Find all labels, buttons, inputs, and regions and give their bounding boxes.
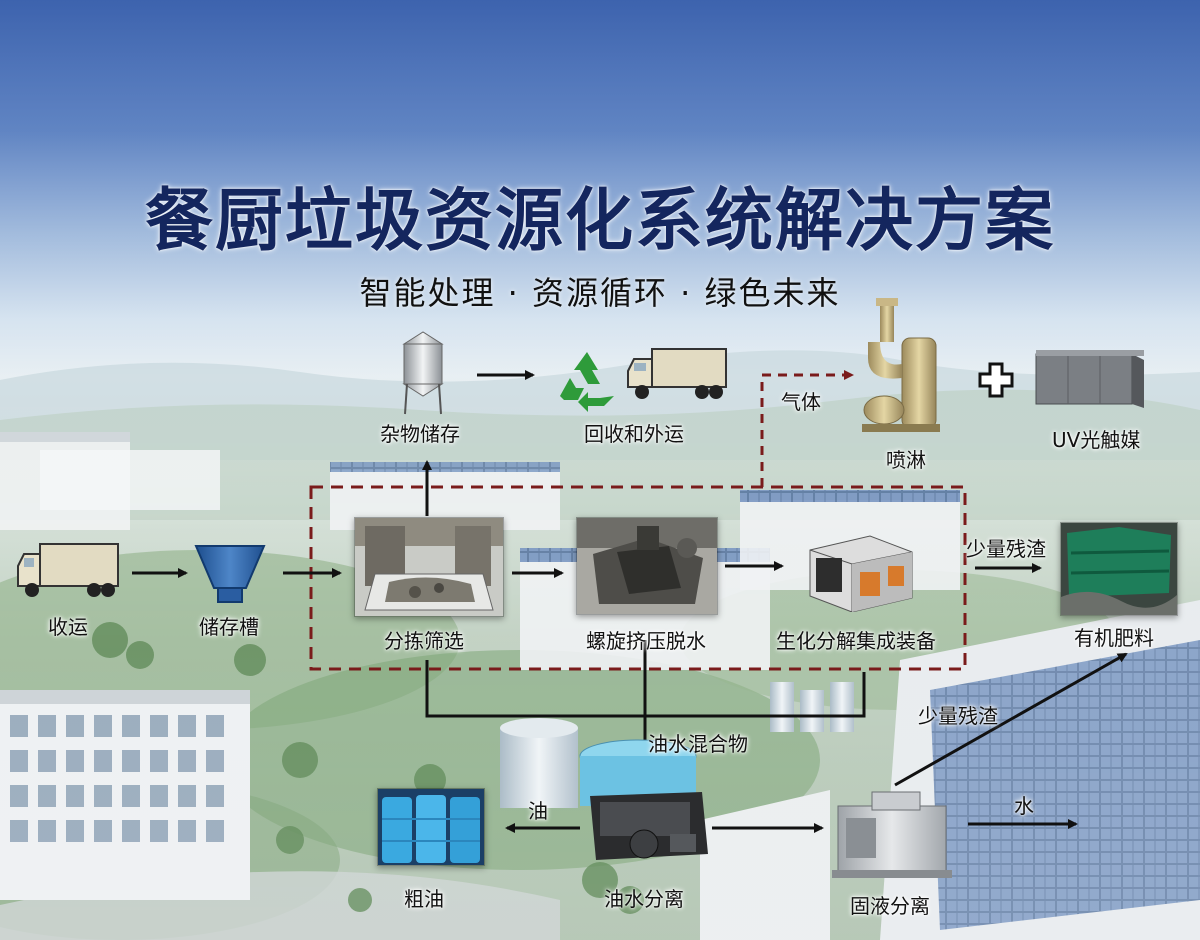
node-screw-press: 螺旋挤压脱水	[586, 629, 706, 653]
page-subtitle: 智能处理 · 资源循环 · 绿色未来	[359, 274, 841, 312]
edge-label-residue-top: 少量残渣	[966, 537, 1046, 561]
node-bio-equipment: 生化分解集成装备	[776, 629, 936, 653]
node-solid-liquid-separation: 固液分离	[850, 894, 930, 918]
node-storage-tank: 储存槽	[199, 615, 259, 639]
node-uv-catalyst: UV光触媒	[1052, 428, 1141, 452]
screw-press-photo	[576, 517, 718, 615]
collection-truck-icon	[17, 543, 119, 597]
organic-fertilizer-photo	[1060, 522, 1178, 616]
node-recycle-transport: 回收和外运	[584, 422, 684, 446]
sundries-storage-tank-icon	[402, 331, 444, 415]
uv-catalyst-cabinet-icon	[1035, 350, 1144, 408]
solid-liquid-separator-icon	[832, 791, 952, 878]
node-oil-water-separation: 油水分离	[604, 887, 684, 911]
page-title: 餐厨垃圾资源化系统解决方案	[144, 182, 1055, 261]
gas-flow-path	[760, 370, 854, 487]
edge-label-water: 水	[1014, 794, 1034, 818]
recycle-icon	[560, 352, 614, 412]
edge-label-oil-water-mixture: 油水混合物	[648, 732, 748, 756]
node-sorting: 分拣筛选	[384, 629, 464, 653]
storage-hopper-icon	[194, 545, 266, 603]
node-sundries-storage: 杂物储存	[380, 422, 460, 446]
crude-oil-barrels-photo	[377, 788, 485, 866]
recycling-truck-icon	[627, 348, 727, 399]
edge-label-residue-bottom: 少量残渣	[918, 704, 998, 728]
node-crude-oil: 粗油	[404, 887, 444, 911]
oil-water-separator-icon	[579, 739, 708, 860]
plus-icon	[978, 362, 1014, 398]
node-spray: 喷淋	[886, 448, 926, 472]
edge-label-oil: 油	[528, 799, 548, 823]
arrow-residue-to-fertilizer	[894, 652, 1128, 787]
edge-label-gas: 气体	[781, 390, 821, 414]
node-collect: 收运	[48, 615, 88, 639]
sorting-equipment-photo	[354, 517, 504, 617]
spray-tower-icon	[862, 298, 940, 432]
bio-decomposition-equipment-icon	[809, 535, 913, 612]
node-organic-fertilizer: 有机肥料	[1074, 626, 1154, 650]
processing-boundary-box	[309, 485, 967, 671]
